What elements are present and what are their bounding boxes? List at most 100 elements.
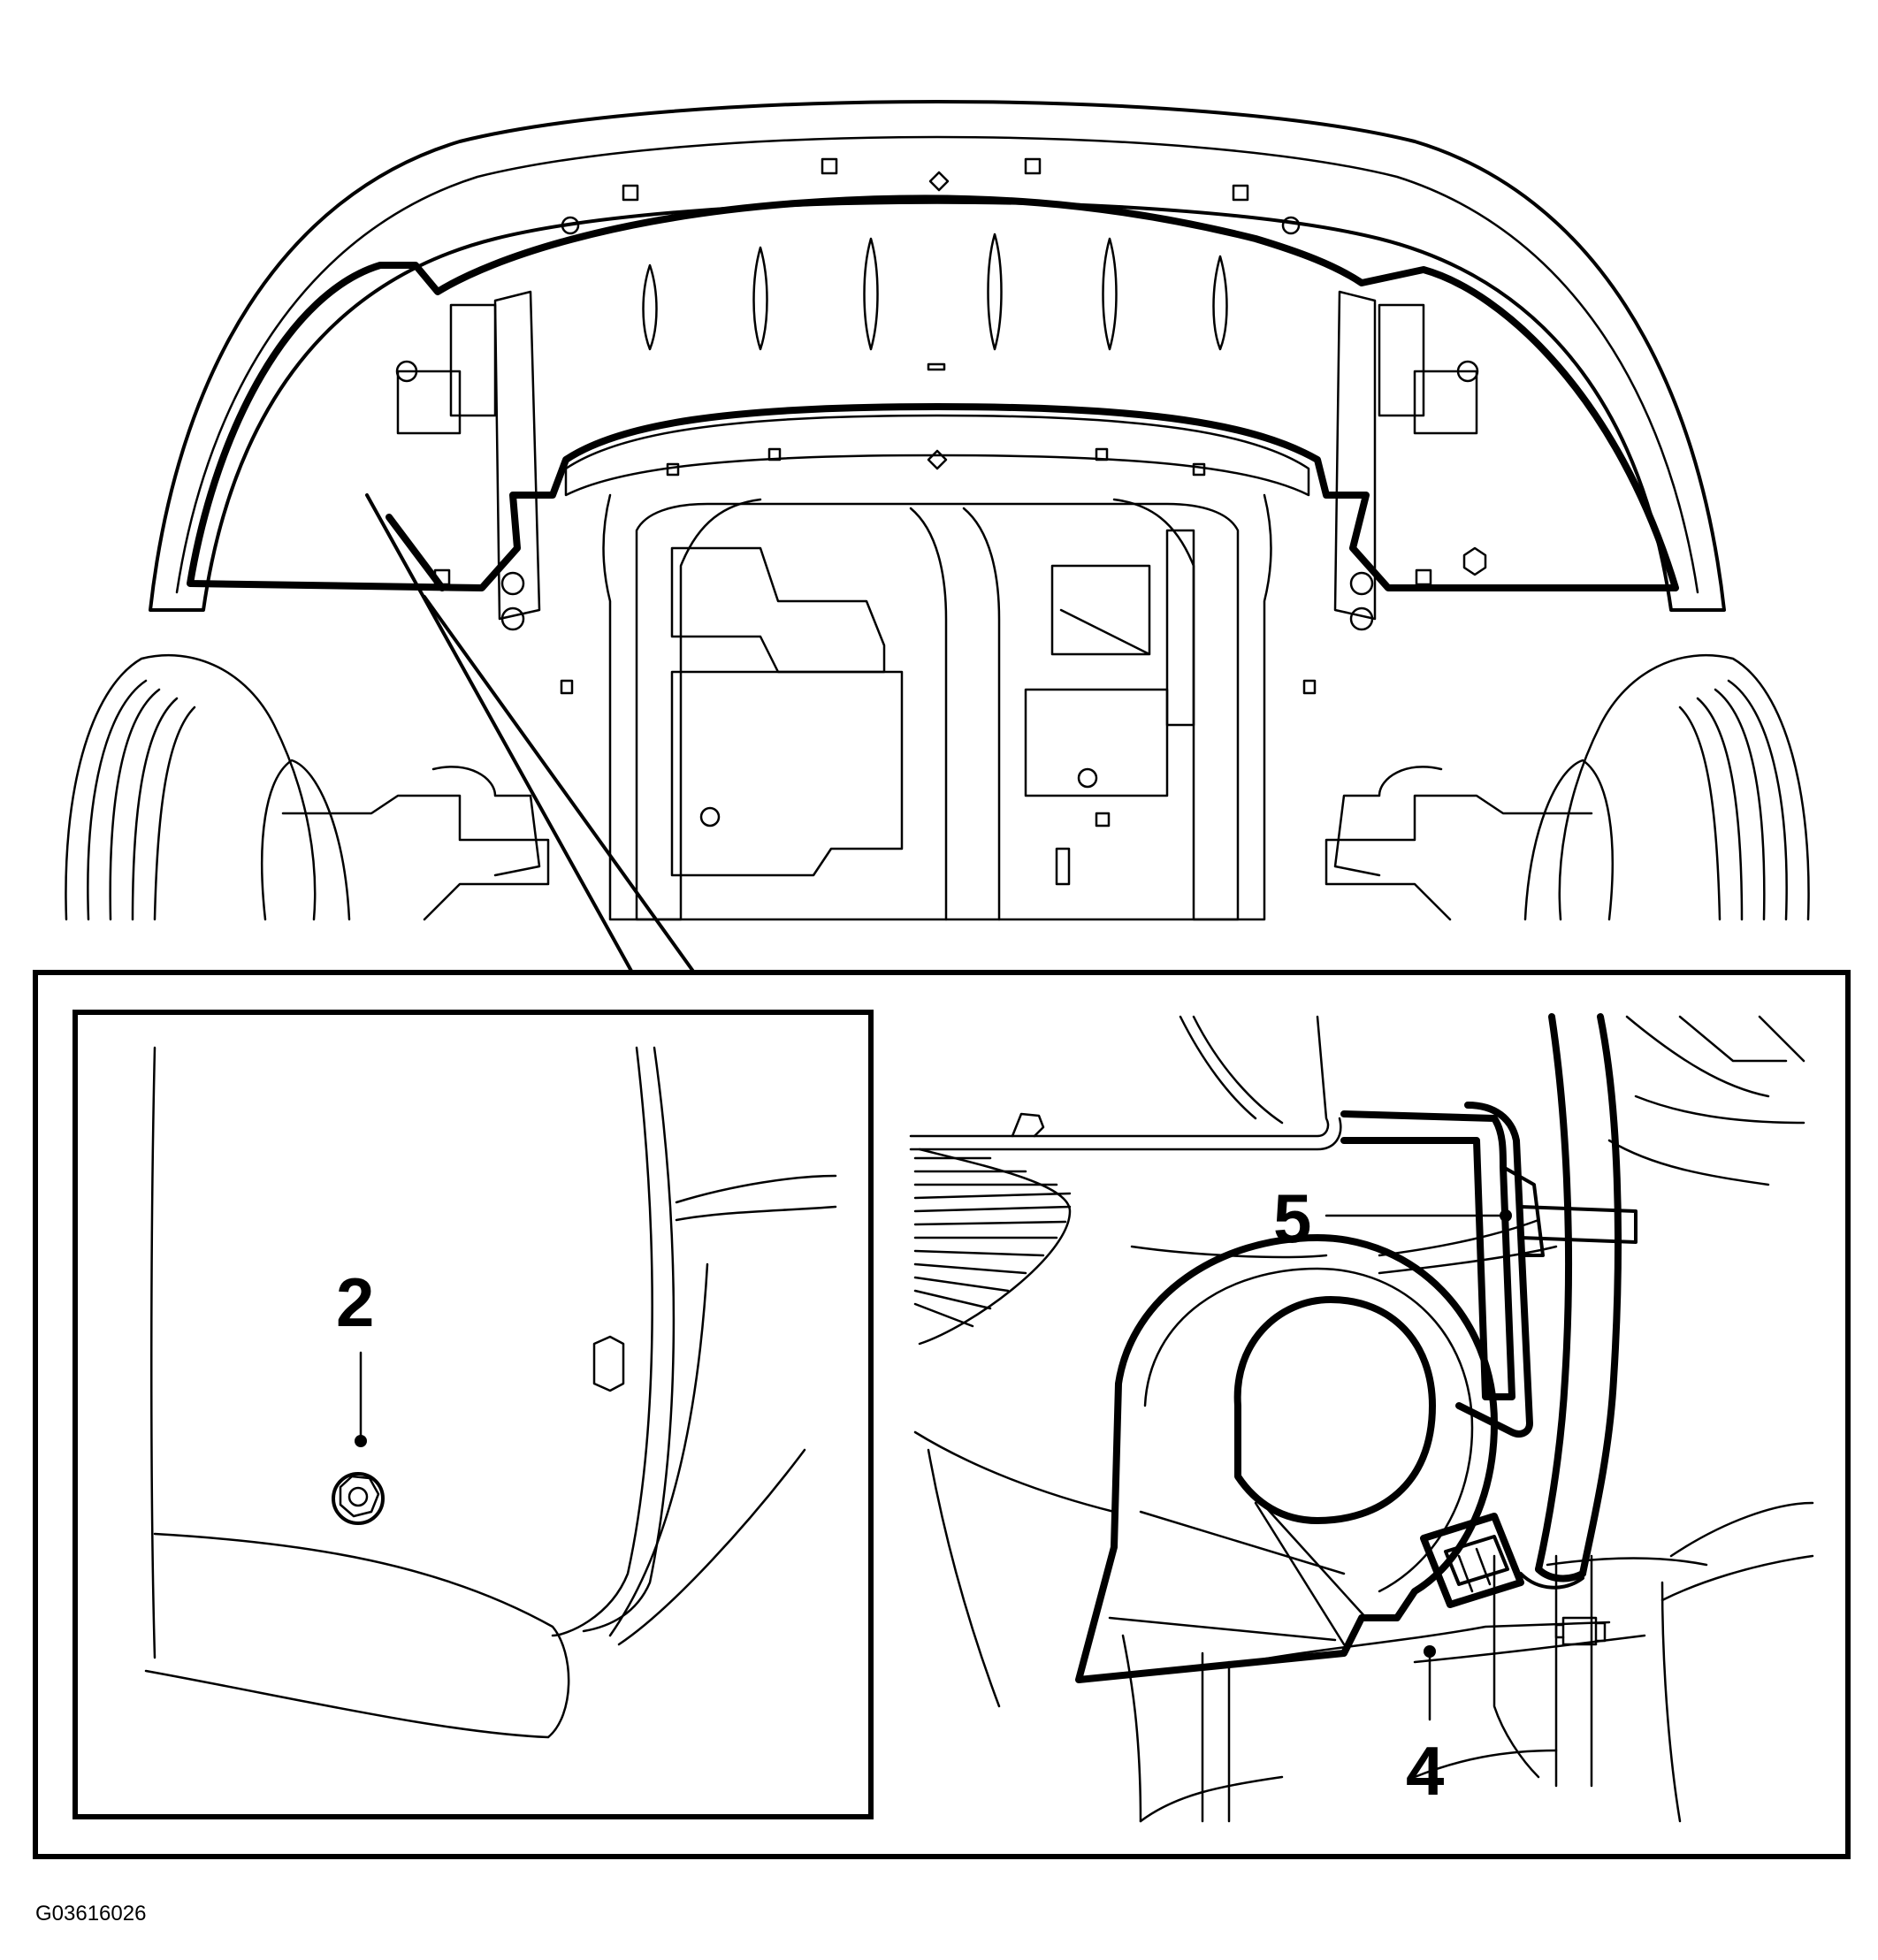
- lower-panel-contour: [913, 1430, 1116, 1514]
- fastener: [1281, 216, 1301, 235]
- tire-tread-groove: [1714, 688, 1766, 921]
- hatched-region: [913, 1148, 1072, 1346]
- horn-flare: [1108, 1510, 1346, 1642]
- fastener: [1462, 546, 1487, 576]
- detail-leader-line: [365, 493, 634, 974]
- tire-tread-groove: [153, 705, 196, 921]
- left-inset-splash-shield-fastener: 2: [73, 1010, 874, 1819]
- tire-outline: [65, 654, 317, 921]
- hole: [560, 679, 574, 695]
- center-member: [909, 507, 1001, 921]
- deflector-slot: [642, 263, 658, 351]
- horn-bracket: [1340, 1110, 1515, 1400]
- horn-bracket: [1455, 1102, 1533, 1438]
- lower-panel-contour: [1378, 1218, 1540, 1257]
- upper-body-panel: [1179, 1015, 1257, 1120]
- hole: [1095, 447, 1109, 461]
- wheel-hub: [261, 759, 351, 921]
- clip-tab: [821, 157, 838, 175]
- bumper-fascia-inner-line: [175, 135, 1699, 594]
- fastener: [1349, 571, 1374, 596]
- upper-body-panel: [1192, 1015, 1284, 1125]
- lower-panel-contour: [1201, 1651, 1231, 1823]
- clip-tab: [928, 171, 950, 192]
- locating-tab: [1011, 1112, 1045, 1138]
- shield-panel-lower: [144, 1532, 570, 1739]
- liner-clip: [592, 1335, 625, 1392]
- left-inset-frame: [73, 1010, 874, 1819]
- hole: [1415, 568, 1432, 586]
- lower-panel-contour: [1121, 1634, 1142, 1823]
- tire-tread-groove: [1727, 679, 1788, 921]
- lower-panel-contour: [1546, 1554, 1708, 1788]
- lower-panel-contour: [1130, 1245, 1328, 1259]
- callout-marker-5: [1500, 1209, 1512, 1222]
- engine-component: [1024, 688, 1169, 797]
- subframe-holes: [560, 447, 1317, 886]
- figure-id: G03616026: [35, 1902, 146, 1926]
- fender-liner-inner: [582, 1046, 676, 1633]
- lower-panel-contour: [927, 1448, 1001, 1708]
- right-bracket: [1378, 303, 1478, 435]
- hole: [767, 447, 782, 461]
- hole: [1095, 812, 1111, 827]
- clip-tab: [1024, 157, 1042, 175]
- right-inset-horn-detail: 5 4: [909, 1013, 1814, 1823]
- horn-bracket-fold: [1501, 1165, 1545, 1257]
- fender-liner-edge: [551, 1046, 653, 1637]
- bumper-fascia-outline: [149, 100, 1726, 612]
- detail-frame: [33, 970, 1851, 1859]
- left-tower: [493, 290, 541, 621]
- horn-bell: [1233, 1296, 1436, 1524]
- tire-tread-groove: [1678, 705, 1722, 921]
- stabilizer-bar: [1165, 529, 1195, 727]
- wheelhouse-edge: [617, 1448, 806, 1646]
- callout-marker-4: [1424, 1645, 1436, 1658]
- callout-label-2: 2: [336, 1263, 374, 1341]
- hole: [666, 462, 680, 477]
- right-tower: [1333, 290, 1377, 621]
- fascia-clip-tabs: [561, 157, 1301, 235]
- splash-shield-outline: [187, 194, 1679, 591]
- frame-rail-right: [1669, 1501, 1814, 1558]
- detail-leader-line: [423, 595, 696, 974]
- horn-body: [1075, 1234, 1498, 1683]
- upper-body-panel: [909, 1117, 1342, 1151]
- lower-panel-contour: [1413, 1749, 1558, 1779]
- engine-component: [1050, 564, 1151, 656]
- left-bracket: [396, 303, 497, 435]
- wheelhouse-edge: [675, 1205, 837, 1222]
- lower-panel-contour: [1660, 1581, 1682, 1823]
- deflector-slot: [752, 246, 768, 351]
- radiator-support-crossmember: [564, 414, 1310, 497]
- frame-rail-right: [1758, 1015, 1805, 1063]
- hole: [1192, 462, 1206, 477]
- fastener: [1349, 606, 1374, 631]
- wheelhouse-edge: [608, 1262, 709, 1637]
- fastener: [561, 216, 580, 235]
- frame-rail-right: [1678, 1015, 1788, 1063]
- vehicle-front-underside-view: [65, 100, 1810, 974]
- fastener-2-nut-icon: [332, 1472, 385, 1525]
- suspension-linkage: [1325, 794, 1593, 921]
- engine-component: [670, 546, 886, 674]
- lower-panel-contour: [1413, 1634, 1646, 1664]
- shield-edge: [150, 1046, 156, 1659]
- hose: [1535, 1013, 1573, 1573]
- frame-rail-right: [1660, 1554, 1814, 1602]
- lower-control-arm: [1333, 766, 1443, 877]
- deflector-slot: [1212, 255, 1228, 351]
- subframe-opening: [635, 502, 1240, 921]
- left-front-tire: [65, 654, 550, 921]
- frame-rail-right: [1634, 1094, 1805, 1125]
- detail-leader-line: [386, 514, 446, 591]
- front-subframe: [433, 414, 1432, 921]
- deflector-slot: [863, 237, 879, 351]
- fastener: [500, 606, 525, 631]
- frame-rail-right: [1625, 1015, 1770, 1098]
- suspension-linkage: [281, 794, 550, 921]
- fastener: [699, 806, 721, 827]
- upper-body-panel: [909, 1015, 1330, 1138]
